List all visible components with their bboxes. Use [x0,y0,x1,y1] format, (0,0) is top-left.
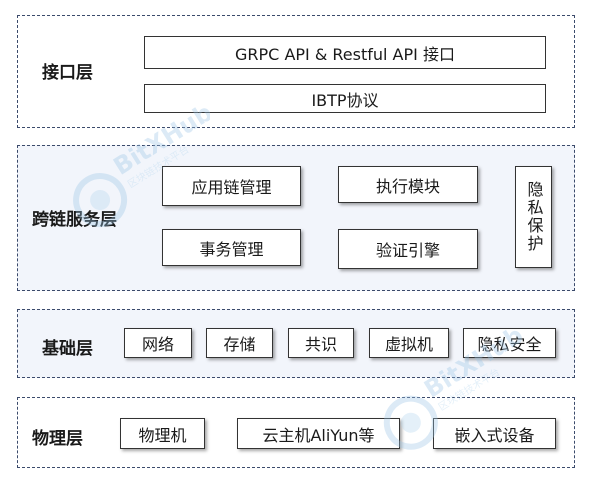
embedded-device-box: 嵌入式设备 [433,418,556,449]
virtual-machine-box: 虚拟机 [369,328,449,358]
cloud-host-box: 云主机AliYun等 [237,418,400,449]
base-layer: 基础层 网络 存储 共识 虚拟机 隐私安全 [17,309,575,378]
base-layer-title: 基础层 [42,339,93,359]
physical-layer-title: 物理层 [32,429,83,449]
verification-engine-box: 验证引擎 [338,229,478,269]
physical-layer: 物理层 物理机 云主机AliYun等 嵌入式设备 [17,397,575,468]
crosschain-layer-title: 跨链服务层 [32,210,117,230]
interface-layer: 接口层 GRPC API & Restful API 接口 IBTP协议 [17,15,575,128]
appchain-management-box: 应用链管理 [162,166,301,206]
privacy-protection-box: 隐私保护 [515,166,552,268]
ibtp-protocol-box: IBTP协议 [144,84,546,113]
transaction-management-box: 事务管理 [162,229,301,266]
consensus-box: 共识 [288,328,354,358]
storage-box: 存储 [206,328,273,358]
crosschain-service-layer: 跨链服务层 应用链管理 执行模块 事务管理 验证引擎 隐私保护 [17,145,575,291]
interface-layer-title: 接口层 [42,63,93,83]
grpc-restful-api-box: GRPC API & Restful API 接口 [144,36,546,69]
execution-module-box: 执行模块 [338,166,478,203]
network-box: 网络 [124,328,192,358]
privacy-security-box: 隐私安全 [463,328,556,358]
physical-machine-box: 物理机 [120,418,205,449]
